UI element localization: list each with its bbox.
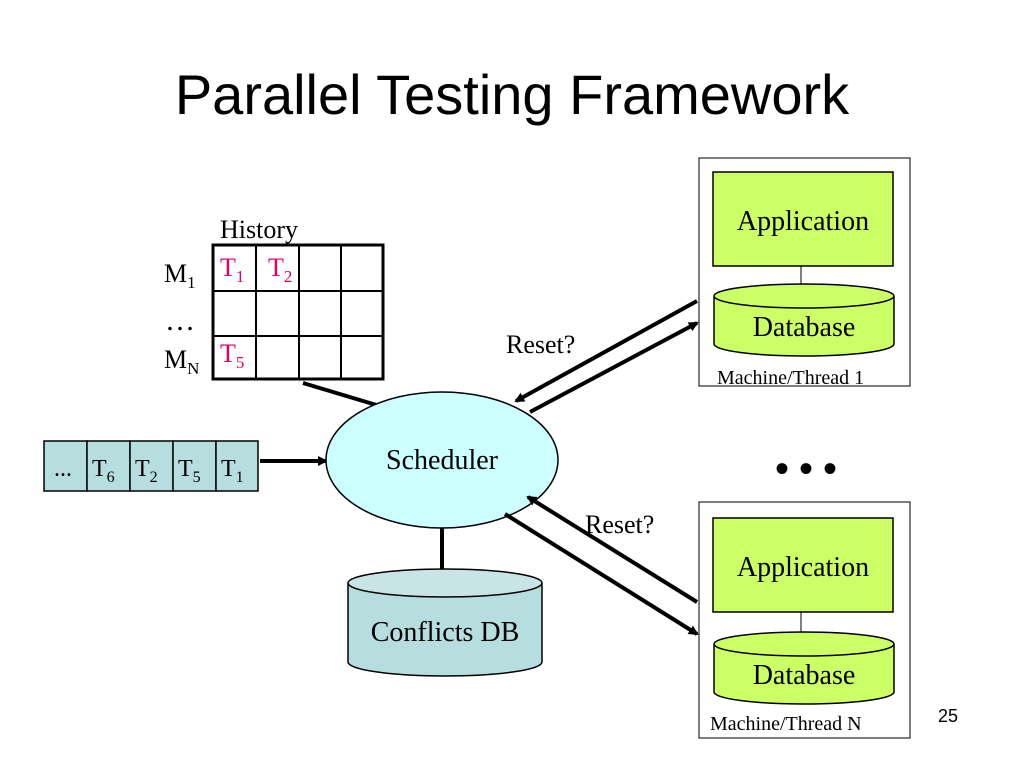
history-row-label: … bbox=[165, 304, 195, 337]
reset-arrow-to-scheduler bbox=[526, 495, 699, 604]
page-number: 25 bbox=[938, 706, 959, 726]
conflicts-db: Conflicts DB bbox=[347, 568, 543, 677]
database-body bbox=[713, 296, 895, 357]
database-label: Database bbox=[753, 660, 856, 691]
machine-label: Machine/Thread 1 bbox=[717, 367, 864, 389]
queue-item-label: ... bbox=[54, 456, 72, 482]
machine-thread-n: Application Database Machine/Thread N bbox=[698, 501, 911, 739]
application-box bbox=[712, 171, 894, 267]
machine-thread-1: Application Database Machine/Thread 1 bbox=[698, 157, 911, 389]
history-scheduler-connector bbox=[302, 381, 384, 409]
history-cell-task: T1 bbox=[220, 253, 244, 286]
conflicts-db-label: Conflicts DB bbox=[371, 617, 520, 648]
reset-arrow-to-scheduler bbox=[514, 299, 698, 403]
history-row-label: MN bbox=[164, 345, 199, 378]
database-top bbox=[713, 631, 895, 657]
task-queue: ... T6 T2 T5 T1 bbox=[43, 440, 259, 492]
history-cell-task: T5 bbox=[220, 339, 244, 372]
database-body bbox=[713, 644, 895, 705]
scheduler-label: Scheduler bbox=[386, 445, 499, 476]
reset-label-1: Reset? bbox=[506, 330, 575, 359]
dispatch-arrow-to-machine-n bbox=[503, 512, 699, 636]
machines-ellipsis: • • • bbox=[775, 446, 837, 491]
slide-title: Parallel Testing Framework bbox=[174, 63, 850, 126]
queue-item-label: T1 bbox=[221, 456, 244, 486]
database-label: Database bbox=[753, 312, 856, 343]
history-label: History bbox=[220, 215, 298, 244]
history-cell-task: T2 bbox=[268, 253, 292, 286]
queue-cell bbox=[215, 440, 259, 492]
application-label: Application bbox=[737, 206, 869, 237]
conflicts-db-top bbox=[347, 568, 543, 598]
dispatch-arrow-to-machine-1 bbox=[529, 321, 699, 414]
database-top bbox=[713, 283, 895, 309]
history-grid: History M1 … MN T1 T2 T5 bbox=[164, 215, 385, 381]
conflicts-db-body bbox=[347, 583, 543, 677]
application-box bbox=[712, 517, 894, 613]
queue-item-label: T2 bbox=[135, 456, 158, 486]
queue-item-label: T6 bbox=[92, 456, 115, 486]
scheduler: Scheduler bbox=[325, 391, 559, 529]
machine-label: Machine/Thread N bbox=[710, 713, 862, 735]
application-label: Application bbox=[737, 552, 869, 583]
history-row-label: M1 bbox=[164, 259, 196, 292]
reset-label-n: Reset? bbox=[585, 510, 654, 539]
queue-item-label: T5 bbox=[178, 456, 201, 486]
